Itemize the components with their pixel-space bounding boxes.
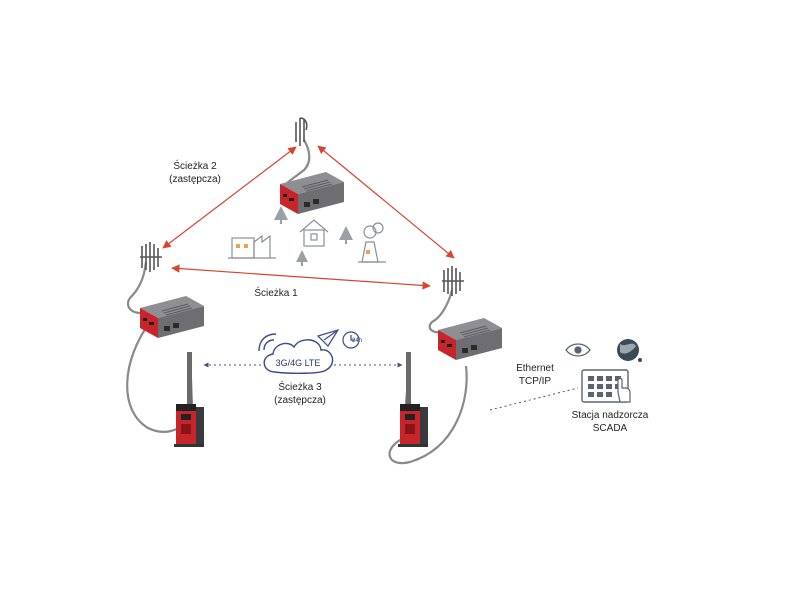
top-router-icon (279, 171, 345, 215)
ethernet-label: Ethernet TCP/IP (500, 362, 570, 388)
cable-right-device (388, 365, 468, 465)
path-3-note: (zastępcza) (274, 395, 326, 406)
paper-plane-icon (316, 328, 340, 347)
cable-left-device (126, 321, 185, 433)
path-arrow-top-right (317, 145, 455, 259)
path-arrow-left-top (162, 146, 297, 249)
top-antenna-icon (295, 117, 308, 146)
lte-cloud-icon (263, 339, 334, 375)
clock-24h-icon (342, 331, 360, 349)
house-icon (299, 219, 329, 247)
power-plant-icon (358, 222, 386, 263)
ethernet-line-1: Ethernet (516, 363, 554, 374)
path-2-label: Ścieżka 2 (zastępcza) (160, 160, 230, 186)
path-2-title: Ścieżka 2 (173, 161, 217, 172)
tree-icon (274, 206, 353, 266)
path-3-label: Ścieżka 3 (zastępcza) (265, 381, 335, 407)
wifi-icon (258, 333, 277, 352)
scada-line-1: Stacja nadzorcza (571, 410, 649, 421)
clock-24h-label: 24h (351, 338, 362, 344)
left-whip-antenna-icon (187, 352, 192, 404)
lte-cloud-label: 3G/4G LTE (275, 358, 321, 368)
cable-right-antenna (428, 289, 454, 334)
ethernet-line-2: TCP/IP (518, 376, 552, 387)
left-yagi-antenna-icon (139, 241, 163, 273)
globe-icon (617, 339, 642, 362)
path-3-title: Ścieżka 3 (278, 382, 322, 393)
path-2-note: (zastępcza) (169, 174, 221, 185)
scada-line-2: SCADA (592, 423, 628, 434)
factory-icon (228, 234, 276, 259)
right-router-icon (437, 317, 503, 361)
ethernet-dotted-link (489, 387, 579, 411)
left-router-icon (139, 295, 205, 339)
touch-panel-icon (581, 369, 631, 403)
right-din-rail-device-icon (398, 404, 428, 447)
right-whip-antenna-icon (406, 352, 411, 404)
cable-left-antenna (126, 261, 148, 314)
left-din-rail-device-icon (174, 404, 204, 447)
path-1-label: Ścieżka 1 (254, 288, 298, 299)
path-arrow-left-right (171, 264, 431, 290)
scada-station-label: Stacja nadzorcza SCADA (562, 409, 658, 435)
eye-icon (565, 343, 591, 357)
right-yagi-antenna-icon (441, 265, 465, 297)
